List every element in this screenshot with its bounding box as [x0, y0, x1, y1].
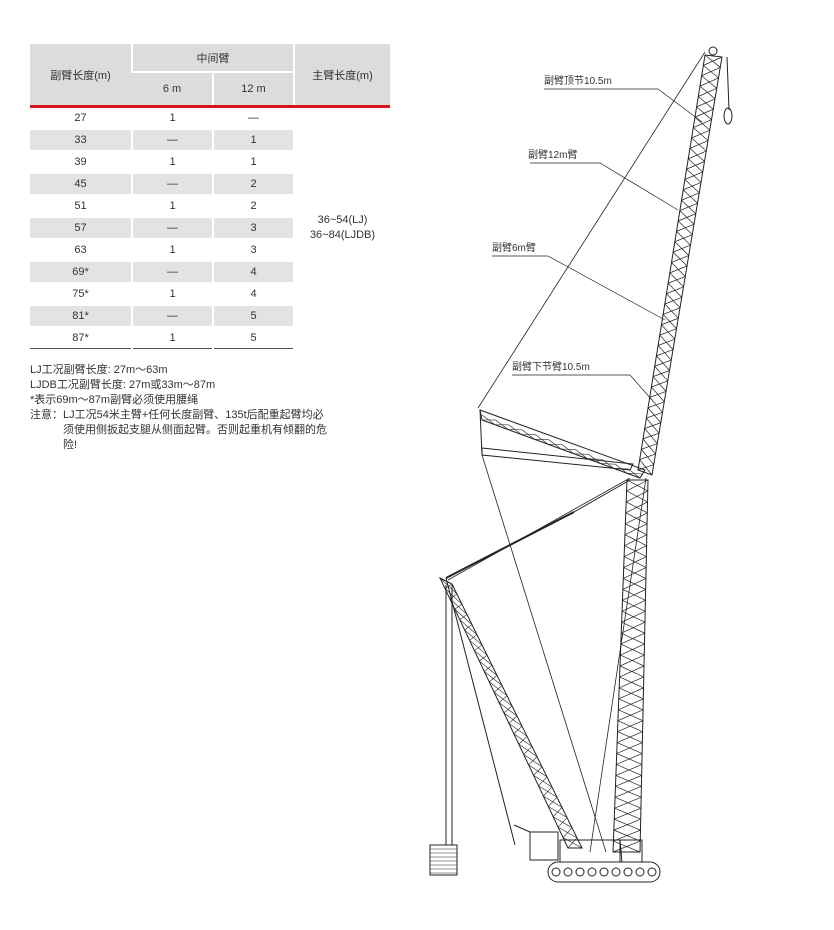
- cell-12m: 2: [212, 172, 294, 195]
- main-boom: [612, 479, 649, 853]
- table-body: 27 1 — 36~54(LJ) 36~84(LJDB) 33 — 1 39 1…: [30, 105, 390, 349]
- cell-jib: 33: [30, 128, 132, 151]
- warning-text: LJ工况54米主臂+任何长度副臂、135t后配重起臂均必须使用侧扳起支腿从侧面起…: [63, 409, 327, 451]
- jib-struts: [479, 409, 646, 479]
- cell-12m: —: [212, 105, 294, 129]
- header-12m: 12 m: [212, 71, 294, 107]
- cell-12m: 2: [212, 194, 294, 217]
- notes-block: LJ工况副臂长度: 27m～63m LJDB工况副臂长度: 27m或33m～87…: [30, 363, 330, 453]
- table-row: 87* 1 5: [30, 326, 390, 349]
- cell-6m: 1: [131, 150, 213, 173]
- cell-6m: —: [131, 216, 213, 239]
- cell-main-boom: 36~54(LJ) 36~84(LJDB): [293, 105, 390, 349]
- cell-6m: 1: [131, 105, 213, 129]
- header-6m: 6 m: [132, 71, 213, 107]
- table-row: 51 1 2: [30, 194, 390, 217]
- cell-6m: 1: [131, 194, 213, 217]
- main-boom-ljdb: 36~84(LJDB): [309, 229, 376, 242]
- callout-jib-6m: 副臂6m臂: [492, 241, 536, 254]
- header-jib-length: 副臂长度(m): [30, 44, 132, 107]
- table-row: 81* — 5: [30, 304, 390, 327]
- table-row: 33 — 1: [30, 128, 390, 151]
- cell-12m: 3: [212, 238, 294, 261]
- cell-6m: 1: [131, 326, 213, 349]
- header-middle-section: 中间臂: [131, 44, 294, 72]
- cell-jib: 87*: [30, 326, 132, 349]
- cell-jib: 63: [30, 238, 132, 261]
- callout-leaders: [492, 88, 703, 401]
- cell-12m: 5: [212, 326, 294, 349]
- cell-6m: —: [131, 260, 213, 283]
- cell-jib: 45: [30, 172, 132, 195]
- table-row: 63 1 3: [30, 238, 390, 261]
- pendant-lines: [447, 51, 706, 853]
- cell-jib: 27: [30, 105, 132, 129]
- cell-jib: 57: [30, 216, 132, 239]
- cell-6m: —: [131, 172, 213, 195]
- cell-6m: 1: [131, 282, 213, 305]
- table-row: 75* 1 4: [30, 282, 390, 305]
- cell-jib: 81*: [30, 304, 132, 327]
- table-row: 57 — 3: [30, 216, 390, 239]
- derrick-mast: [438, 479, 631, 849]
- crawler-base: [513, 824, 661, 883]
- table-row: 39 1 1: [30, 150, 390, 173]
- table-row: 69* — 4: [30, 260, 390, 283]
- warning-label: 注意：: [30, 409, 63, 421]
- note-ljdb: LJDB工况副臂长度: 27m或33m～87m: [30, 379, 216, 391]
- callout-jib-bottom: 副臂下节臂10.5m: [512, 360, 590, 373]
- main-boom-lj: 36~54(LJ): [317, 214, 368, 227]
- cell-12m: 4: [212, 282, 294, 305]
- cell-6m: —: [131, 128, 213, 151]
- counterweight: [429, 844, 458, 876]
- table-row: 27 1 — 36~54(LJ) 36~84(LJDB): [30, 105, 390, 349]
- header-main-boom-length: 主臂长度(m): [293, 44, 390, 107]
- cell-12m: 3: [212, 216, 294, 239]
- cell-jib: 69*: [30, 260, 132, 283]
- cell-6m: —: [131, 304, 213, 327]
- cell-12m: 1: [212, 128, 294, 151]
- jib-configuration-table: 副臂长度(m) 中间臂 主臂长度(m) 6 m 12 m 27 1 — 36~5…: [30, 44, 390, 349]
- cell-12m: 1: [212, 150, 294, 173]
- note-lj: LJ工况副臂长度: 27m～63m: [30, 364, 168, 376]
- callout-jib-12m: 副臂12m臂: [528, 148, 577, 161]
- cell-6m: 1: [131, 238, 213, 261]
- cell-12m: 4: [212, 260, 294, 283]
- cell-12m: 5: [212, 304, 294, 327]
- luffing-jib: [637, 46, 733, 476]
- table-row: 45 — 2: [30, 172, 390, 195]
- cell-jib: 75*: [30, 282, 132, 305]
- callout-jib-top: 副臂顶节10.5m: [544, 74, 612, 87]
- note-star: *表示69m～87m副臂必须使用腰绳: [30, 394, 199, 406]
- cell-jib: 39: [30, 150, 132, 173]
- note-warning: 注意： LJ工况54米主臂+任何长度副臂、135t后配重起臂均必须使用侧扳起支腿…: [30, 408, 330, 453]
- cell-jib: 51: [30, 194, 132, 217]
